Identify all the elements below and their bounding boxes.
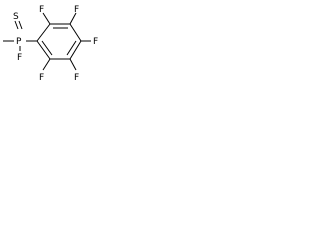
ring-fluorine-lower-right: F [74,73,79,83]
sulfur-label: S [13,12,19,22]
ring-fluorine-upper-right: F [74,5,79,15]
ring-fluorine-top: F [39,5,44,15]
ring-bond [36,40,51,60]
ring-bond [69,23,82,42]
phosphorus-label: P [16,37,22,47]
molecule-diagram: S P F F F F F F [0,0,106,83]
ring-double-bond [66,40,77,56]
ring-fluorine-right: F [93,37,98,47]
structure-svg: S P F F F F F F [3,5,98,83]
c-f-bond [42,58,51,71]
p-fluorine-label: F [17,53,22,63]
c-f-bond [69,58,77,71]
c-f-bond [42,12,51,25]
ring-fluorine-bottom-left: F [39,73,44,83]
p-s-double-bond [14,20,19,30]
c-f-bond [69,12,77,25]
p-s-double-bond [18,20,23,30]
ring-bond [36,23,51,42]
ring-bond [69,40,82,60]
ring-double-bond [41,40,53,56]
